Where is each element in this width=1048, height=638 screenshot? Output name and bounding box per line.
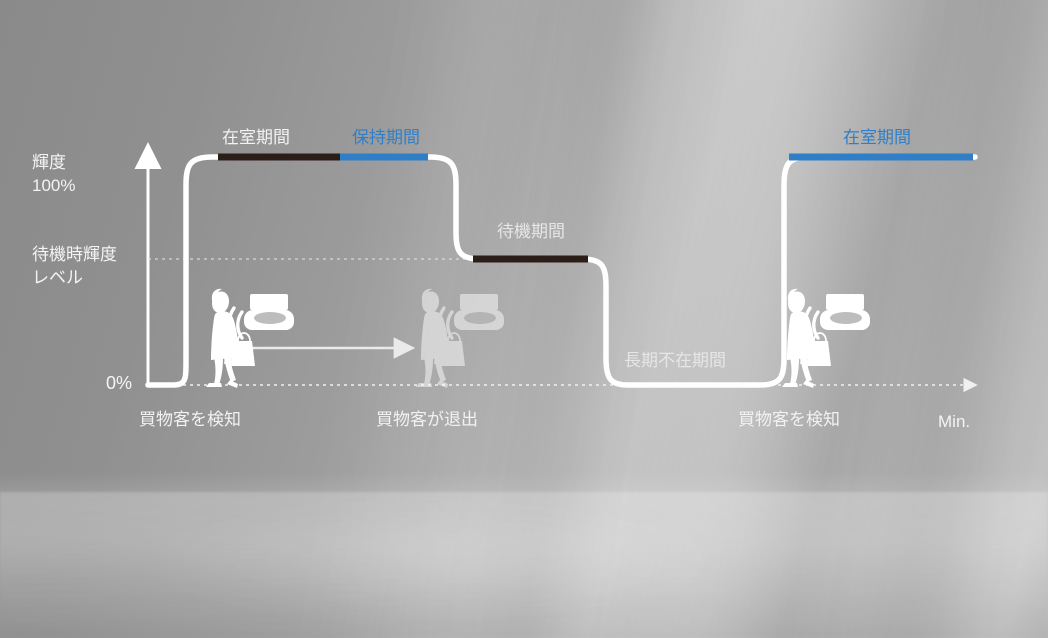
y-axis-standby-label: 待機時輝度 レベル bbox=[32, 245, 117, 287]
period-label-long-absence: 長期不在期間 bbox=[624, 351, 726, 370]
background-floor bbox=[0, 492, 1048, 638]
period-label-occupied-2: 在室期間 bbox=[843, 128, 911, 147]
background-floor-glow bbox=[120, 500, 760, 620]
period-label-hold: 保持期間 bbox=[352, 128, 420, 147]
event-label-detect-2: 買物客を検知 bbox=[738, 410, 840, 429]
period-label-standby: 待機期間 bbox=[497, 222, 565, 241]
shopper-with-sensor-icon bbox=[780, 287, 872, 390]
period-label-occupied-1: 在室期間 bbox=[222, 128, 290, 147]
x-axis-unit-label: Min. bbox=[938, 412, 971, 431]
y-axis-top-label: 輝度 100% bbox=[32, 153, 76, 195]
y-axis-zero-label: 0% bbox=[106, 373, 133, 393]
event-label-detect-1: 買物客を検知 bbox=[139, 410, 241, 429]
event-label-exit: 買物客が退出 bbox=[376, 410, 478, 429]
brightness-curve bbox=[145, 154, 978, 388]
shopper-with-sensor-icon bbox=[204, 287, 296, 390]
shopper-with-sensor-icon bbox=[414, 287, 506, 390]
